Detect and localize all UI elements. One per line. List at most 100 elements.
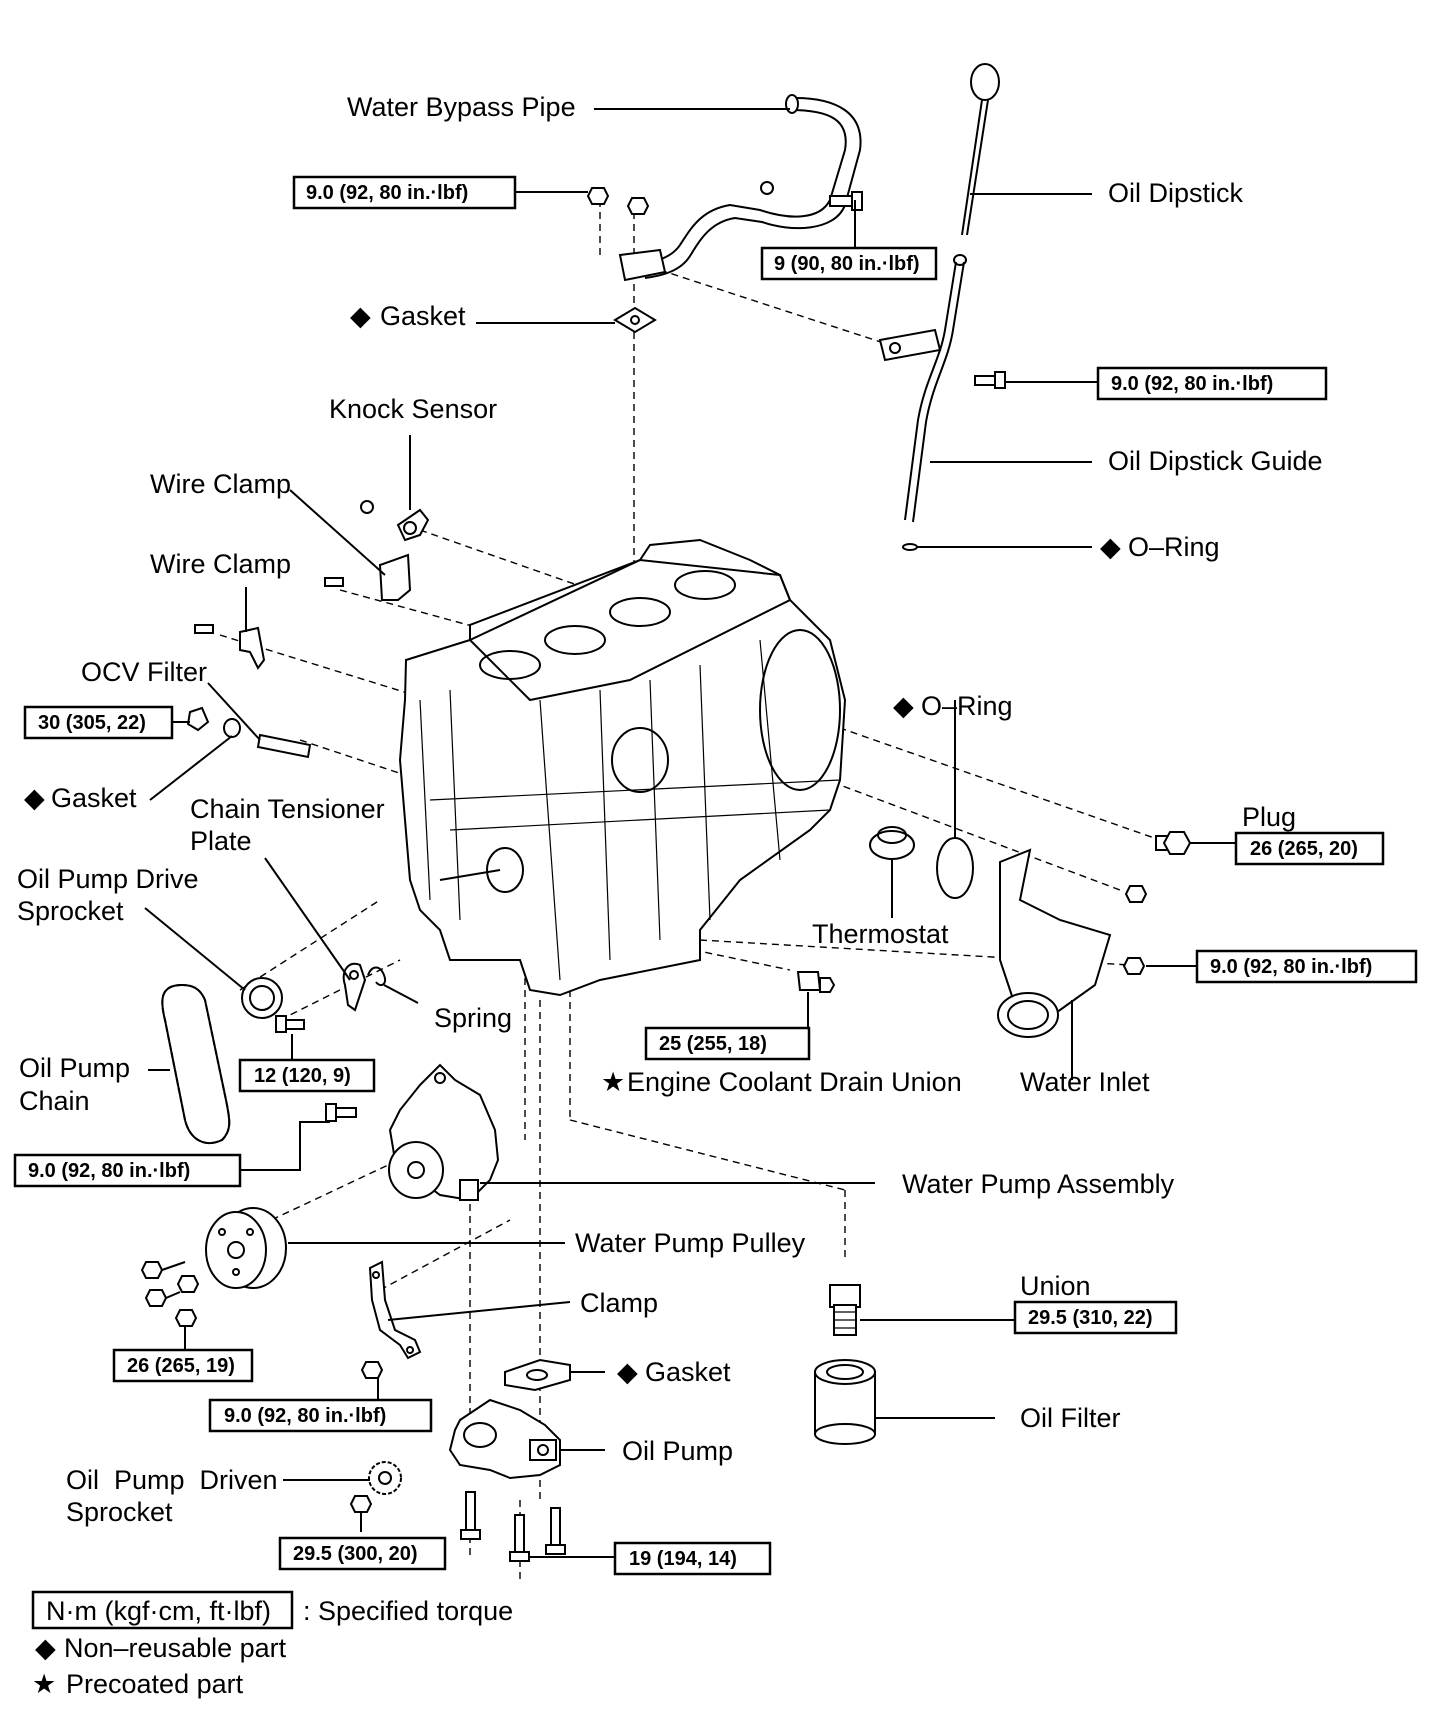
torque-box-plug: 26 (265, 20) <box>1234 831 1385 866</box>
legend: N·m (kgf·cm, ft·lbf) : Specified torque … <box>31 1590 513 1699</box>
driven-sprocket-nut <box>349 1495 373 1513</box>
label-oil-pump: Oil Pump <box>622 1436 733 1466</box>
svg-text:19 (194, 14): 19 (194, 14) <box>629 1548 737 1570</box>
label-gasket-ocv: Gasket <box>51 783 137 813</box>
torque-box-pulley: 26 (265, 19) <box>112 1348 254 1383</box>
diamond-symbol: ◆ <box>1100 532 1121 562</box>
star-symbol: ★ <box>32 1669 56 1699</box>
label-gasket-pump: Gasket <box>645 1357 731 1387</box>
label-o-ring-1: O–Ring <box>1128 532 1220 562</box>
bypass-nut <box>586 187 610 205</box>
legend-unit-desc: : Specified torque <box>303 1596 513 1626</box>
svg-text:9.0 (92, 80 in.·lbf): 9.0 (92, 80 in.·lbf) <box>28 1160 190 1182</box>
label-water-pump-assembly: Water Pump Assembly <box>902 1169 1175 1199</box>
svg-text:25 (255, 18): 25 (255, 18) <box>659 1033 767 1055</box>
knock-sensor <box>360 500 430 542</box>
water-pump-bolt <box>325 1103 357 1122</box>
ocv-filter <box>256 733 312 759</box>
torque-box-bypass-nut: 9.0 (92, 80 in.·lbf) <box>292 175 517 210</box>
union <box>829 1284 861 1336</box>
svg-text:26 (265, 19): 26 (265, 19) <box>127 1355 235 1377</box>
torque-boxes: 9.0 (92, 80 in.·lbf) 9 (90, 80 in.·lbf) … <box>13 175 1418 1576</box>
svg-text:30 (305, 22): 30 (305, 22) <box>38 712 146 734</box>
svg-text:29.5 (300, 20): 29.5 (300, 20) <box>293 1543 418 1565</box>
label-wire-clamp-2: Wire Clamp <box>150 549 291 579</box>
legend-unit-box <box>31 1590 294 1630</box>
label-water-inlet: Water Inlet <box>1020 1067 1150 1097</box>
svg-text:9 (90, 80 in.·lbf): 9 (90, 80 in.·lbf) <box>774 253 920 275</box>
gasket-ocv <box>223 718 241 738</box>
oil-filter <box>814 1359 876 1445</box>
guide-bolt <box>974 371 1006 389</box>
label-knock-sensor: Knock Sensor <box>329 394 497 424</box>
bypass-nut-2 <box>626 197 650 215</box>
oil-pump-chain <box>161 983 231 1145</box>
oil-pump-driven-sprocket <box>368 1461 402 1495</box>
o-ring-dipstick <box>902 543 918 551</box>
leader-lines <box>144 108 1236 1558</box>
svg-text:9.0 (92, 80 in.·lbf): 9.0 (92, 80 in.·lbf) <box>224 1405 386 1427</box>
part-labels: Water Bypass Pipe Oil Dipstick ◆ Gasket … <box>17 92 1323 1527</box>
label-oil-pump-driven-sprocket-2: Sprocket <box>66 1497 173 1527</box>
clamp-nut <box>360 1361 384 1379</box>
label-ocv-filter: OCV Filter <box>81 657 207 687</box>
diamond-symbol: ◆ <box>35 1633 56 1663</box>
label-oil-pump-driven-sprocket-1: Oil Pump Driven <box>66 1465 278 1495</box>
cylinder-block <box>398 538 847 997</box>
label-thermostat: Thermostat <box>812 919 949 949</box>
water-inlet-nut-1 <box>1124 885 1148 903</box>
bypass-bolt <box>829 191 863 211</box>
diamond-symbol: ◆ <box>24 783 45 813</box>
label-oil-pump-chain-2: Chain <box>19 1086 90 1116</box>
water-bypass-pipe <box>618 94 862 282</box>
torque-box-water-inlet: 9.0 (92, 80 in.·lbf) <box>1195 949 1418 984</box>
pulley-bolts <box>140 1261 200 1327</box>
gasket-oil-pump <box>504 1358 571 1392</box>
oil-dipstick <box>961 63 1000 236</box>
label-oil-pump-drive-sprocket-2: Sprocket <box>17 896 124 926</box>
label-clamp: Clamp <box>580 1288 658 1318</box>
oil-pump-bolts <box>460 1491 566 1562</box>
oil-pump <box>448 1398 561 1480</box>
svg-text:12 (120, 9): 12 (120, 9) <box>254 1065 351 1087</box>
torque-box-union: 29.5 (310, 22) <box>1013 1300 1178 1335</box>
ocv-plug <box>186 706 210 732</box>
oil-dipstick-guide <box>878 254 967 523</box>
torque-box-clamp: 9.0 (92, 80 in.·lbf) <box>208 1398 433 1433</box>
spring <box>367 966 386 987</box>
svg-text:9.0 (92, 80 in.·lbf): 9.0 (92, 80 in.·lbf) <box>306 182 468 204</box>
svg-text:9.0 (92, 80 in.·lbf): 9.0 (92, 80 in.·lbf) <box>1210 956 1372 978</box>
diamond-symbol: ◆ <box>617 1357 638 1387</box>
svg-text:26 (265, 20): 26 (265, 20) <box>1250 838 1358 860</box>
label-water-pump-pulley: Water Pump Pulley <box>575 1228 806 1258</box>
label-engine-coolant-drain-union: Engine Coolant Drain Union <box>627 1067 962 1097</box>
oil-pump-drive-sprocket <box>241 977 283 1019</box>
svg-text:29.5 (310, 22): 29.5 (310, 22) <box>1028 1307 1153 1329</box>
gasket-top <box>613 306 657 334</box>
water-inlet <box>997 848 1112 1038</box>
label-chain-tensioner-plate-2: Plate <box>190 826 252 856</box>
torque-box-dipstick-guide: 9.0 (92, 80 in.·lbf) <box>1096 366 1328 401</box>
label-plug: Plug <box>1242 802 1296 832</box>
legend-unit-label: N·m (kgf·cm, ft·lbf) <box>46 1596 271 1626</box>
torque-box-bypass-bolt: 9 (90, 80 in.·lbf) <box>760 246 938 281</box>
thermostat <box>869 826 915 860</box>
svg-text:9.0 (92, 80 in.·lbf): 9.0 (92, 80 in.·lbf) <box>1111 373 1273 395</box>
wire-clamp-1 <box>324 553 412 601</box>
tensioner-bolt <box>275 1015 305 1033</box>
torque-box-ocv-plug: 30 (305, 22) <box>23 705 174 740</box>
label-chain-tensioner-plate-1: Chain Tensioner <box>190 794 385 824</box>
label-union: Union <box>1020 1271 1091 1301</box>
label-gasket-top: Gasket <box>380 301 466 331</box>
label-spring: Spring <box>434 1003 512 1033</box>
o-ring-thermostat <box>936 837 974 899</box>
torque-box-driven-sprocket: 29.5 (300, 20) <box>278 1536 447 1571</box>
diamond-symbol: ◆ <box>893 691 914 721</box>
water-pump-pulley <box>205 1207 287 1289</box>
water-pump-assembly <box>388 1063 500 1202</box>
legend-precoated: Precoated part <box>66 1669 244 1699</box>
water-inlet-nut-2 <box>1122 957 1146 975</box>
wire-clamp-2 <box>194 624 266 670</box>
star-symbol: ★ <box>601 1067 625 1097</box>
label-water-bypass-pipe: Water Bypass Pipe <box>347 92 576 122</box>
